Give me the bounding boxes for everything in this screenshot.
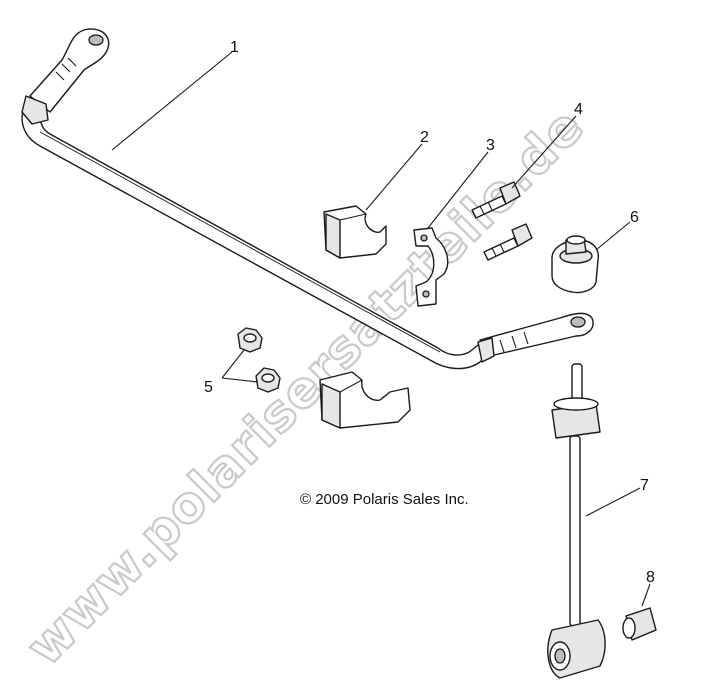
callout-2: 2 xyxy=(420,129,429,146)
end-link-bushing xyxy=(551,235,599,294)
callout-7: 7 xyxy=(640,477,649,494)
callout-3: 3 xyxy=(486,137,495,154)
spacer-bushing xyxy=(622,607,657,641)
callout-6: 6 xyxy=(630,209,639,226)
leader-line-5b xyxy=(221,377,259,383)
leader-line-6 xyxy=(595,221,631,251)
callout-1: 1 xyxy=(230,39,239,56)
bolt-lower xyxy=(483,223,533,261)
leader-line-4 xyxy=(511,115,577,189)
leader-line-5a xyxy=(221,349,245,379)
callout-4: 4 xyxy=(574,101,583,118)
copyright-text: © 2009 Polaris Sales Inc. xyxy=(300,491,469,508)
stabilizer-bar xyxy=(21,28,594,370)
bushing-lower xyxy=(319,371,411,429)
bushing-bracket xyxy=(413,227,449,307)
leader-line-8 xyxy=(641,583,651,607)
callout-8: 8 xyxy=(646,569,655,586)
leader-line-3 xyxy=(427,151,489,229)
flange-nut-lower xyxy=(255,367,281,393)
leader-line-1 xyxy=(111,51,233,151)
end-link xyxy=(547,363,606,679)
bolt-upper xyxy=(471,181,521,219)
bushing-upper xyxy=(323,205,387,259)
flange-nut-upper xyxy=(237,327,263,353)
callout-5: 5 xyxy=(204,379,213,396)
leader-line-2 xyxy=(365,143,423,211)
leader-line-7 xyxy=(585,487,641,517)
